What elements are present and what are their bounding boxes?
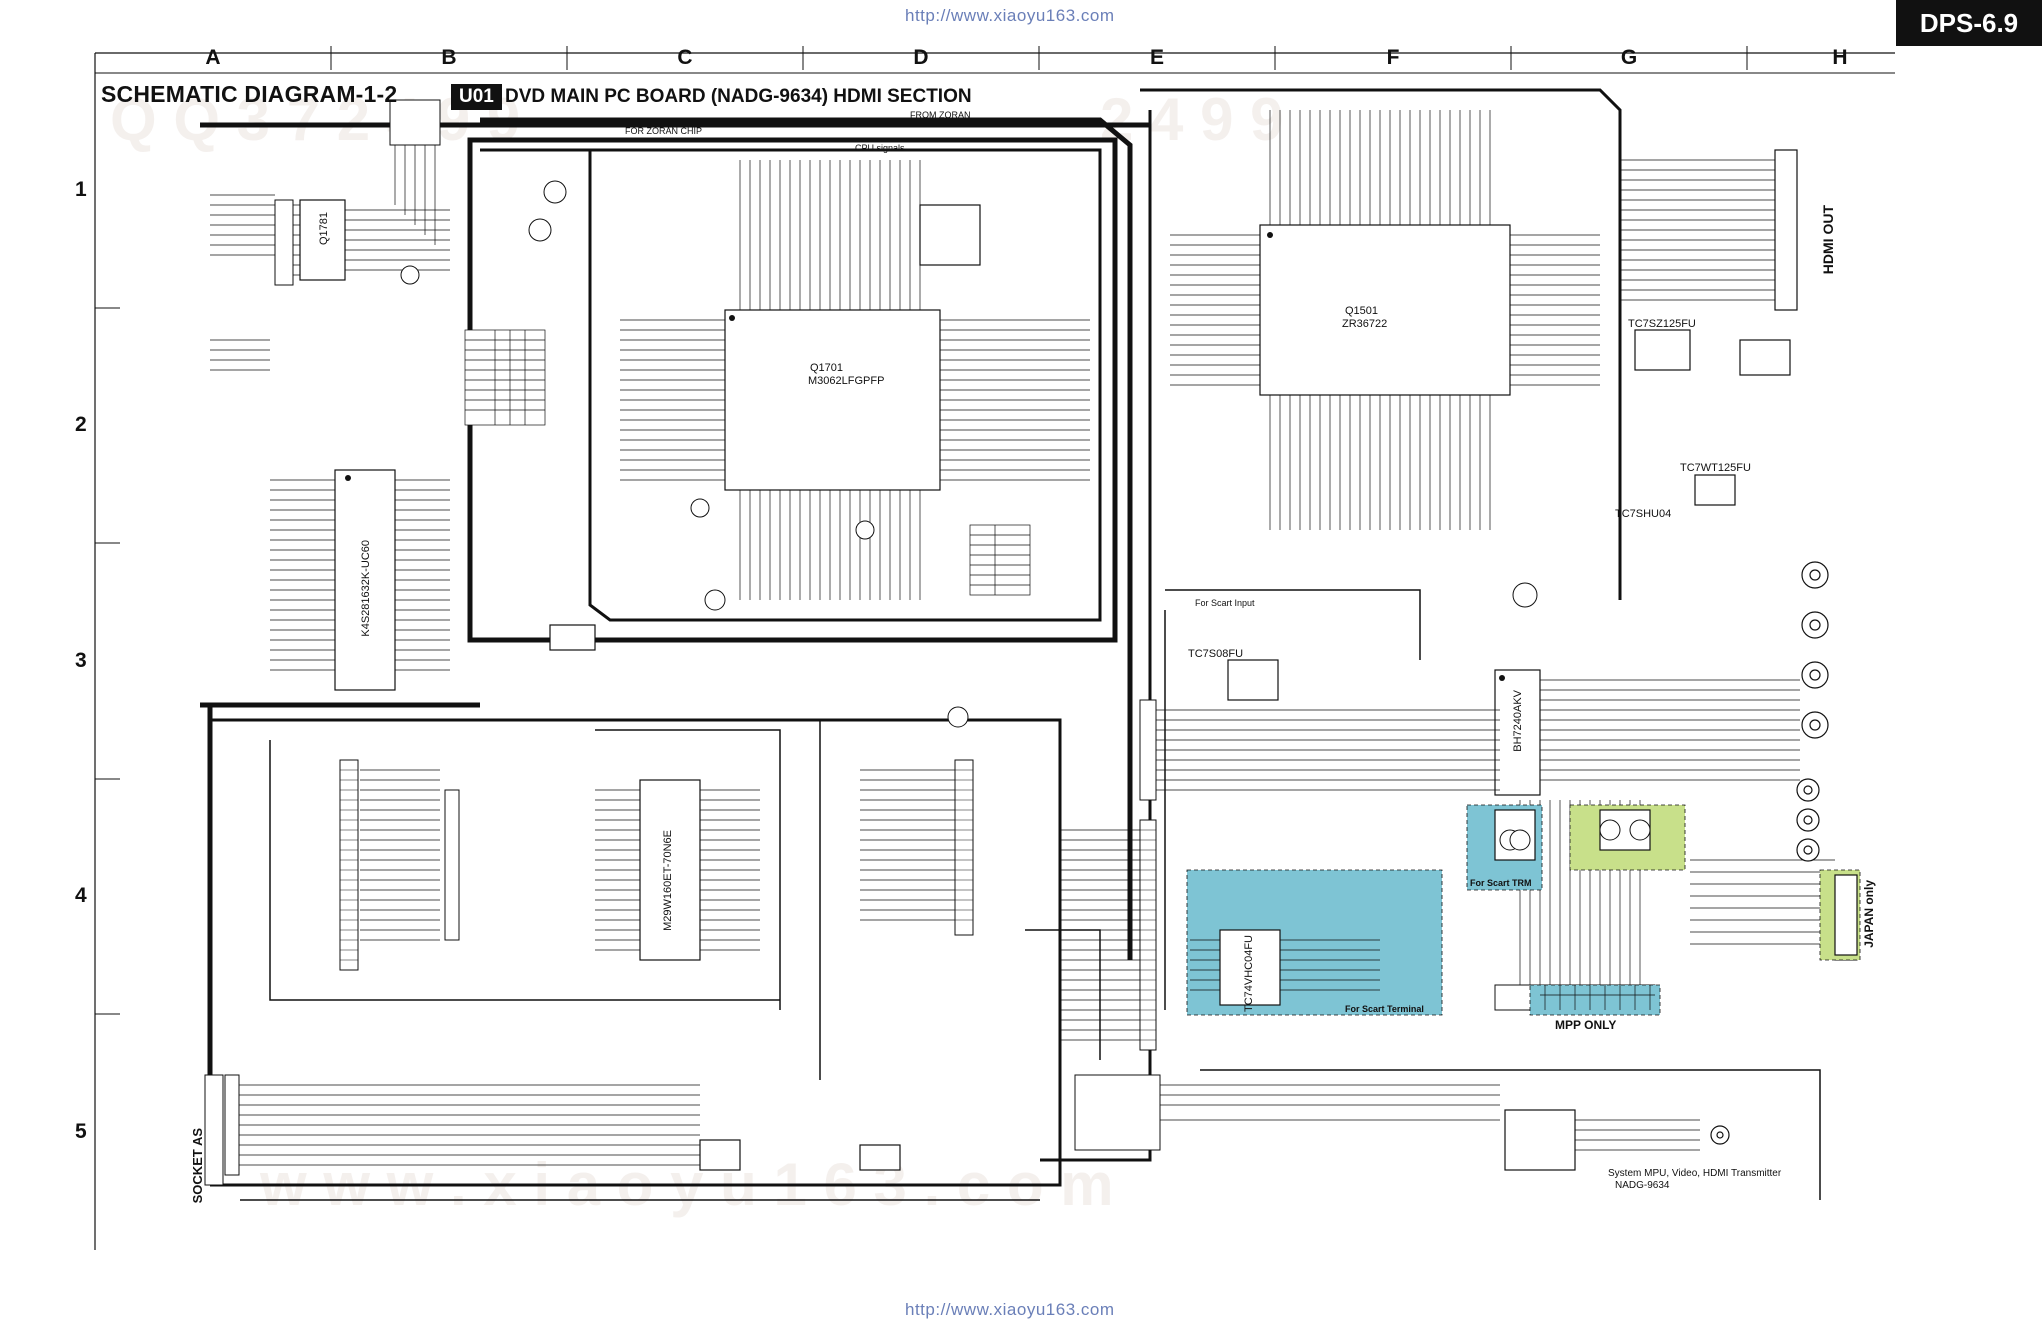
from-zoran-label: FROM ZORAN xyxy=(910,110,971,120)
q1851-label: M29W160ET-70N6E xyxy=(662,830,674,931)
q3001-label: BH7240AKV xyxy=(1512,690,1524,752)
bottom-url[interactable]: http://www.xiaoyu163.com xyxy=(905,1300,1115,1319)
for-scart-trm-label: For Scart TRM xyxy=(1470,878,1532,888)
q1701-part: M3062LFGPFP xyxy=(808,375,885,387)
q1501-part: ZR36722 xyxy=(1342,318,1388,330)
japan-only-label: JAPAN only xyxy=(1862,880,1876,948)
socket-as-label: SOCKET AS xyxy=(190,1128,205,1204)
footer-description: System MPU, Video, HDMI Transmitter xyxy=(1608,1168,1782,1179)
for-scart-input-label: For Scart Input xyxy=(1195,598,1255,608)
top-url[interactable]: http://www.xiaoyu163.com xyxy=(905,6,1115,25)
row-label-1: 1 xyxy=(75,178,87,201)
page-title: SCHEMATIC DIAGRAM-1-2 xyxy=(101,81,398,107)
hdmi-connector-icon xyxy=(1774,149,1798,311)
col-label-c: C xyxy=(677,46,693,69)
board-description: DVD MAIN PC BOARD (NADG-9634) HDMI SECTI… xyxy=(505,86,972,107)
row-label-2: 2 xyxy=(75,413,87,436)
col-label-d: D xyxy=(913,46,929,69)
model-badge: DPS-6.9 xyxy=(1896,0,2042,46)
q2001-label: TC74VHC04FU xyxy=(1243,935,1255,1013)
q7502-label: TC7WT125FU xyxy=(1680,462,1751,474)
tc7shu04-label: TC7SHU04 xyxy=(1615,508,1672,520)
col-label-h: H xyxy=(1832,46,1848,69)
rca-jack-icon xyxy=(1710,561,1829,1145)
col-label-b: B xyxy=(441,46,457,69)
cpu-signals-label: CPU signals xyxy=(855,143,905,153)
for-zoran-chip-label: FOR ZORAN CHIP xyxy=(625,126,703,136)
hdmi-out-label: HDMI OUT xyxy=(1820,205,1836,275)
q1781-label: Q1781 xyxy=(318,212,330,246)
row-label-5: 5 xyxy=(75,1120,87,1143)
q1702-label: K4S281632K-UC60 xyxy=(360,540,372,637)
col-label-g: G xyxy=(1620,46,1638,69)
q1501-ref: Q1501 xyxy=(1345,305,1379,317)
col-label-f: F xyxy=(1386,46,1400,69)
col-label-a: A xyxy=(205,46,221,69)
row-label-4: 4 xyxy=(75,884,87,907)
mpp-only-label: MPP ONLY xyxy=(1555,1018,1617,1032)
q3002-label: TC7S08FU xyxy=(1188,648,1244,660)
for-scart-terminal-label: For Scart Terminal xyxy=(1345,1004,1424,1014)
board-tag: U01 xyxy=(451,84,502,110)
col-label-e: E xyxy=(1149,46,1164,69)
q3003-label: TC7SZ125FU xyxy=(1628,318,1696,330)
svg-text:2 4 9 9: 2 4 9 9 xyxy=(1100,86,1284,153)
footer-board: NADG-9634 xyxy=(1615,1180,1670,1191)
q1701-ref: Q1701 xyxy=(810,362,844,374)
row-label-3: 3 xyxy=(75,649,87,672)
